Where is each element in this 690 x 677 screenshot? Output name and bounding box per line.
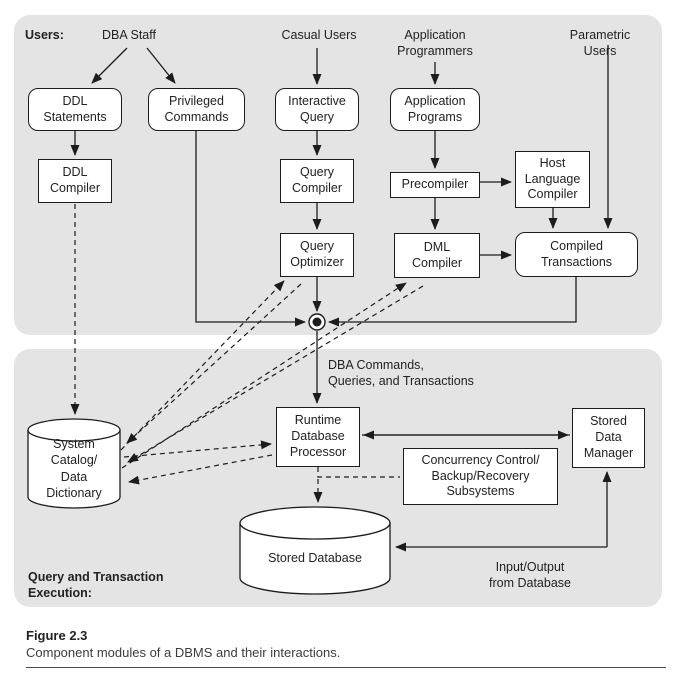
box-precompiler: Precompiler bbox=[390, 172, 480, 198]
actor-dba-staff: DBA Staff bbox=[102, 28, 156, 42]
box-privileged-commands: Privileged Commands bbox=[148, 88, 245, 131]
input-output-label: Input/Output from Database bbox=[489, 560, 571, 591]
box-dml-compiler: DML Compiler bbox=[394, 233, 480, 278]
system-catalog-label: System Catalog/ Data Dictionary bbox=[46, 437, 102, 500]
box-runtime-database-processor: Runtime Database Processor bbox=[276, 407, 360, 467]
actor-parametric-users: Parametric Users bbox=[569, 28, 631, 59]
box-host-language-compiler: Host Language Compiler bbox=[515, 151, 590, 208]
box-ddl-statements: DDL Statements bbox=[28, 88, 122, 131]
actor-application-programmers: Application Programmers bbox=[397, 28, 473, 59]
box-application-programs: Application Programs bbox=[390, 88, 480, 131]
box-stored-data-manager: Stored Data Manager bbox=[572, 408, 645, 468]
users-label: Users: bbox=[25, 28, 64, 42]
box-query-optimizer: Query Optimizer bbox=[280, 233, 354, 277]
box-concurrency-subsystems: Concurrency Control/ Backup/Recovery Sub… bbox=[403, 448, 558, 505]
box-ddl-compiler: DDL Compiler bbox=[38, 159, 112, 203]
query-transaction-execution-label: Query and Transaction Execution: bbox=[28, 570, 164, 601]
box-interactive-query: Interactive Query bbox=[275, 88, 359, 131]
bottom-rule bbox=[26, 667, 666, 668]
dba-commands-label: DBA Commands, Queries, and Transactions bbox=[328, 358, 474, 389]
stored-database-label: Stored Database bbox=[268, 551, 362, 565]
figure-number: Figure 2.3 bbox=[26, 628, 88, 643]
box-query-compiler: Query Compiler bbox=[280, 159, 354, 203]
box-compiled-transactions: Compiled Transactions bbox=[515, 232, 638, 277]
figure-description: Component modules of a DBMS and their in… bbox=[26, 645, 341, 660]
actor-casual-users: Casual Users bbox=[281, 28, 357, 42]
